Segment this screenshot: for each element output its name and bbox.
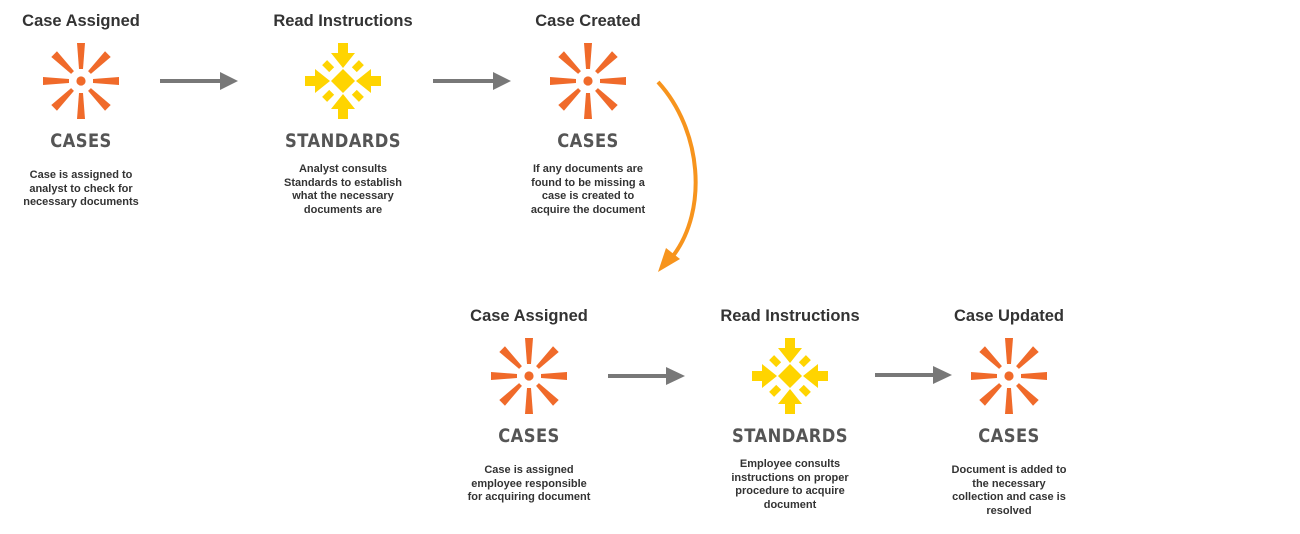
- cases-logo-text: CASES: [557, 130, 619, 152]
- step-description: Employee consults instructions on proper…: [731, 458, 849, 511]
- standards-arrows-icon: [301, 39, 385, 123]
- step-description: If any documents are found to be missing…: [530, 163, 646, 216]
- step-title: Read Instructions: [720, 307, 860, 325]
- step-read-instructions-employee: Read Instructions STANDARDS Employee con…: [690, 305, 890, 512]
- cases-burst-icon: [487, 334, 571, 418]
- step-read-instructions-analyst: Read Instructions STANDARDS Analyst cons…: [243, 10, 443, 217]
- step-case-assigned-employee: Case Assigned CASES Case is assigned emp…: [429, 305, 629, 505]
- flow-arrow-2: [433, 72, 511, 90]
- standards-logo-text: STANDARDS: [732, 425, 848, 447]
- step-title: Case Assigned: [22, 12, 140, 30]
- cases-logo-text: CASES: [50, 130, 112, 152]
- flow-arrow-curved: [656, 80, 698, 272]
- step-title: Case Created: [535, 12, 641, 30]
- step-title: Case Updated: [953, 307, 1065, 325]
- cases-burst-icon: [967, 334, 1051, 418]
- flow-arrow-1: [160, 72, 238, 90]
- step-description: Analyst consults Standards to establish …: [284, 163, 402, 216]
- cases-logo-text: CASES: [978, 425, 1040, 447]
- cases-burst-icon: [546, 39, 630, 123]
- flow-arrow-3: [608, 367, 685, 385]
- step-case-created: Case Created CASES If any documents are …: [488, 10, 688, 217]
- cases-logo-text: CASES: [498, 425, 560, 447]
- step-title: Case Assigned: [470, 307, 588, 325]
- cases-burst-icon: [39, 39, 123, 123]
- step-description: Case is assigned to analyst to check for…: [23, 169, 139, 208]
- step-title: Read Instructions: [273, 12, 413, 30]
- step-case-assigned-analyst: Case Assigned CASES Case is assigned to …: [0, 10, 181, 210]
- flow-arrow-4: [875, 366, 952, 384]
- step-description: Case is assigned employee responsible fo…: [467, 464, 591, 503]
- standards-logo-text: STANDARDS: [285, 130, 401, 152]
- step-case-updated: Case Updated CASES Document is added to …: [909, 305, 1109, 518]
- standards-arrows-icon: [748, 334, 832, 418]
- step-description: Document is added to the necessary colle…: [951, 464, 1067, 517]
